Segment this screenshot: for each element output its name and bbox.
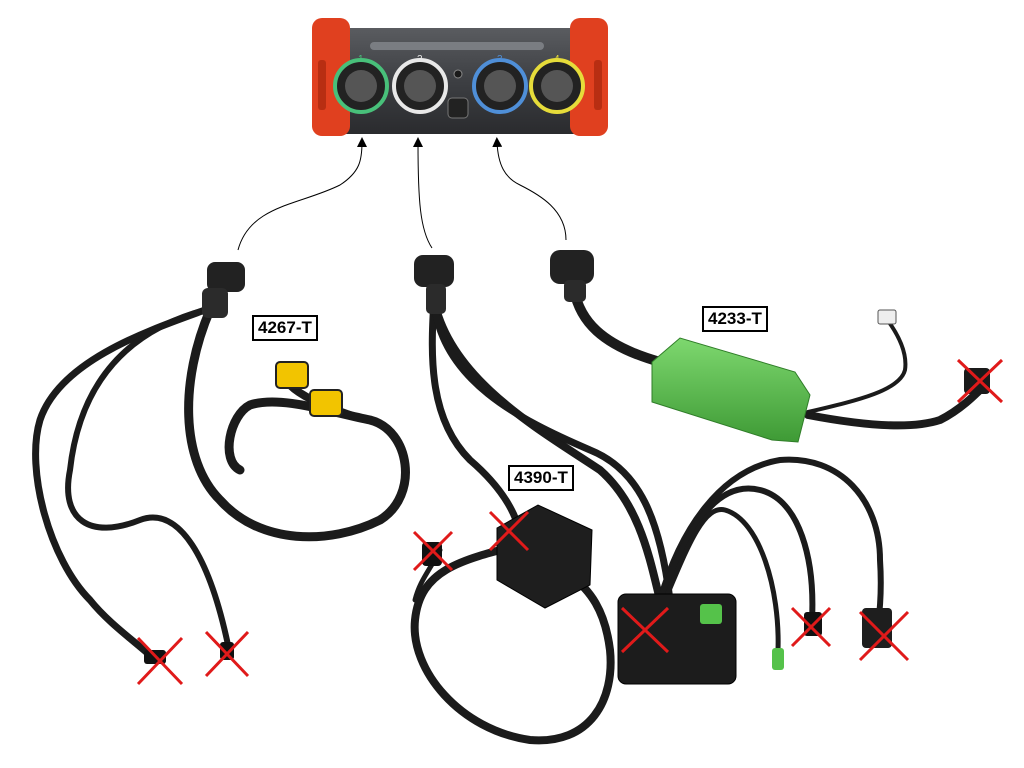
- port-number-1: 1: [358, 54, 364, 65]
- cross-mark-2: [204, 630, 250, 678]
- right-bumper: [570, 18, 608, 136]
- status-led: [453, 69, 463, 79]
- harness-4267-t-connector: [202, 262, 245, 318]
- cross-mark-6: [790, 606, 832, 648]
- harness-4233-t-connector: [550, 250, 594, 302]
- label-4233-t: 4233-T: [702, 306, 768, 332]
- arrow-to-port-1: [237, 137, 367, 251]
- black-module-large: [617, 593, 737, 685]
- yellow-connector: [275, 361, 343, 417]
- port-4: [529, 58, 585, 114]
- port-2: [392, 58, 448, 114]
- cross-mark-3: [412, 530, 454, 572]
- cross-mark-4: [488, 510, 530, 552]
- plug-middle-2: [772, 648, 784, 670]
- measurement-device: 1 2 3 4: [312, 18, 608, 136]
- black-module-small: [496, 504, 593, 609]
- port-number-3: 3: [497, 54, 503, 65]
- aux-socket: [447, 97, 469, 119]
- cross-mark-7: [858, 610, 910, 662]
- arrow-to-port-2: [413, 137, 433, 249]
- label-4267-t: 4267-T: [252, 315, 318, 341]
- port-1: [333, 58, 389, 114]
- cross-mark-8: [956, 358, 1004, 404]
- port-number-2: 2: [417, 54, 423, 65]
- port-3: [472, 58, 528, 114]
- left-bumper: [312, 18, 350, 136]
- harness-4390-t: [410, 296, 884, 745]
- green-module: [651, 337, 811, 443]
- cross-mark-1: [136, 636, 184, 686]
- cross-mark-5: [620, 606, 670, 654]
- label-4390-t: 4390-T: [508, 465, 574, 491]
- harness-4390-t-connector: [414, 255, 454, 314]
- harness-4267-t: [32, 305, 410, 664]
- port-number-4: 4: [554, 54, 560, 65]
- arrow-to-port-3: [492, 137, 567, 241]
- plug-right-1: [877, 309, 897, 325]
- plug-right-2: [964, 368, 990, 394]
